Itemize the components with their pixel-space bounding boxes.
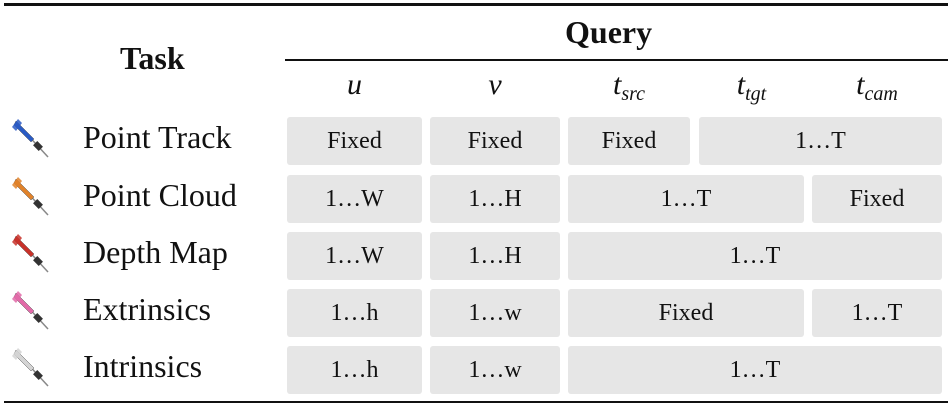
column-header-u: u <box>287 68 422 106</box>
cell-value: 1…w <box>468 356 522 383</box>
column-symbol: t <box>856 68 865 101</box>
cell-value: 1…h <box>330 299 379 326</box>
query-cell: Fixed <box>568 117 690 165</box>
cell-value: 1…H <box>468 242 522 269</box>
task-label: Extrinsics <box>83 291 211 327</box>
query-cell: Fixed <box>287 117 422 165</box>
query-header: Query <box>565 14 653 50</box>
query-cell: 1…W <box>287 232 422 280</box>
query-cell: 1…T <box>812 289 942 337</box>
cell-value: 1…T <box>729 356 781 383</box>
cell-value: 1…T <box>660 185 712 212</box>
column-symbol: t <box>612 68 622 101</box>
query-cell: Fixed <box>812 175 942 223</box>
query-underline <box>285 59 948 61</box>
cell-value: Fixed <box>601 127 657 154</box>
cell-value: 1…W <box>325 185 384 212</box>
dart-icon <box>8 287 54 333</box>
dart-icon <box>8 230 54 276</box>
task-header: Task <box>120 40 185 76</box>
query-cell: Fixed <box>568 289 804 337</box>
cell-value: 1…w <box>468 299 522 326</box>
query-cell: 1…h <box>287 346 422 394</box>
column-subscript: src <box>621 83 646 105</box>
query-cell: 1…h <box>287 289 422 337</box>
cell-value: 1…W <box>325 242 384 269</box>
query-cell: 1…W <box>287 175 422 223</box>
cell-value: Fixed <box>467 127 523 154</box>
cell-value: 1…T <box>795 127 846 154</box>
query-cell: 1…T <box>568 175 804 223</box>
dart-icon <box>8 115 54 161</box>
cell-value: 1…h <box>330 356 379 383</box>
task-label: Point Track <box>83 119 232 155</box>
cell-value: 1…H <box>468 185 522 212</box>
query-cell: 1…w <box>430 289 560 337</box>
column-symbol: v <box>488 68 502 101</box>
top-rule <box>4 3 948 6</box>
query-cell: 1…w <box>430 346 560 394</box>
column-header-tsrc: tsrc <box>568 68 690 106</box>
query-cell: 1…H <box>430 175 560 223</box>
column-symbol: u <box>347 68 362 101</box>
query-cell: 1…T <box>699 117 942 165</box>
cell-value: Fixed <box>658 299 714 326</box>
cell-value: Fixed <box>327 127 382 154</box>
cell-value: 1…T <box>851 299 903 326</box>
task-label: Intrinsics <box>83 348 203 384</box>
query-cell: Fixed <box>430 117 560 165</box>
cell-value: Fixed <box>849 185 905 212</box>
query-cell: 1…H <box>430 232 560 280</box>
task-label: Point Cloud <box>83 177 237 213</box>
query-cell: 1…T <box>568 346 942 394</box>
dart-icon <box>8 344 54 390</box>
dart-icon <box>8 173 54 219</box>
bottom-rule <box>4 401 948 403</box>
column-header-tcam: tcam <box>812 68 942 106</box>
column-symbol: t <box>736 68 746 101</box>
column-header-v: v <box>430 68 560 106</box>
cell-value: 1…T <box>729 242 781 269</box>
column-subscript: cam <box>864 83 898 105</box>
column-header-ttgt: ttgt <box>699 68 804 106</box>
task-label: Depth Map <box>83 234 228 270</box>
query-cell: 1…T <box>568 232 942 280</box>
column-subscript: tgt <box>745 83 767 105</box>
